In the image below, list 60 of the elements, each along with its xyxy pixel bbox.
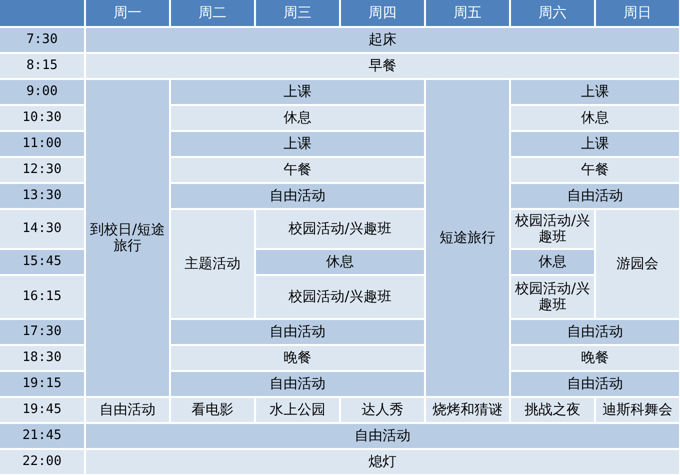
activity-slot: 看电影 [171,398,254,422]
time-slot: 15:45 [0,250,84,274]
activity-slot: 早餐 [86,54,679,78]
time-slot: 18:30 [0,346,84,370]
time-slot: 12:30 [0,158,84,182]
activity-slot: 熄灯 [86,450,679,474]
activity-slot: 自由活动 [511,320,679,344]
time-slot: 8:15 [0,54,84,78]
time-slot: 10:30 [0,106,84,130]
activity-slot: 自由活动 [86,398,169,422]
activity-slot: 午餐 [511,158,679,182]
time-slot: 9:00 [0,80,84,104]
activity-slot: 水上公园 [256,398,339,422]
day-heading: 周三 [256,0,339,26]
activity-slot: 休息 [171,106,424,130]
activity-slot: 自由活动 [171,320,424,344]
activity-slot: 晚餐 [511,346,679,370]
time-slot: 19:45 [0,398,84,422]
activity-slot: 迪斯科舞会 [596,398,679,422]
day-heading: 周五 [426,0,509,26]
activity-slot: 游园会 [596,210,679,318]
activity-slot: 自由活动 [511,184,679,208]
activity-slot: 短途旅行 [426,80,509,396]
time-slot: 11:00 [0,132,84,156]
day-heading: 周二 [171,0,254,26]
activity-slot: 主题活动 [171,210,254,318]
activity-slot: 校园活动/兴趣班 [511,210,594,248]
activity-slot: 上课 [171,132,424,156]
activity-slot: 校园活动/兴趣班 [256,276,424,318]
activity-slot: 烧烤和猜谜 [426,398,509,422]
day-heading: 周六 [511,0,594,26]
activity-slot: 上课 [511,132,679,156]
time-slot: 22:00 [0,450,84,474]
activity-slot: 校园活动/兴趣班 [511,276,594,318]
activity-slot: 起床 [86,28,679,52]
activity-slot: 自由活动 [171,372,424,396]
activity-slot: 午餐 [171,158,424,182]
time-slot: 21:45 [0,424,84,448]
time-slot: 19:15 [0,372,84,396]
activity-slot: 上课 [171,80,424,104]
day-heading: 周四 [341,0,424,26]
time-slot: 7:30 [0,28,84,52]
activity-slot: 自由活动 [511,372,679,396]
time-slot: 17:30 [0,320,84,344]
activity-slot: 晚餐 [171,346,424,370]
activity-slot: 休息 [256,250,424,274]
activity-slot: 自由活动 [86,424,679,448]
activity-slot: 休息 [511,250,594,274]
activity-slot: 挑战之夜 [511,398,594,422]
activity-slot: 上课 [511,80,679,104]
activity-slot: 自由活动 [171,184,424,208]
activity-slot: 到校日/短途旅行 [86,80,169,396]
day-heading: 周一 [86,0,169,26]
activity-slot: 校园活动/兴趣班 [256,210,424,248]
time-slot: 16:15 [0,276,84,318]
time-slot: 13:30 [0,184,84,208]
activity-slot: 达人秀 [341,398,424,422]
time-slot: 14:30 [0,210,84,248]
activity-slot: 休息 [511,106,679,130]
day-heading: 周日 [596,0,679,26]
